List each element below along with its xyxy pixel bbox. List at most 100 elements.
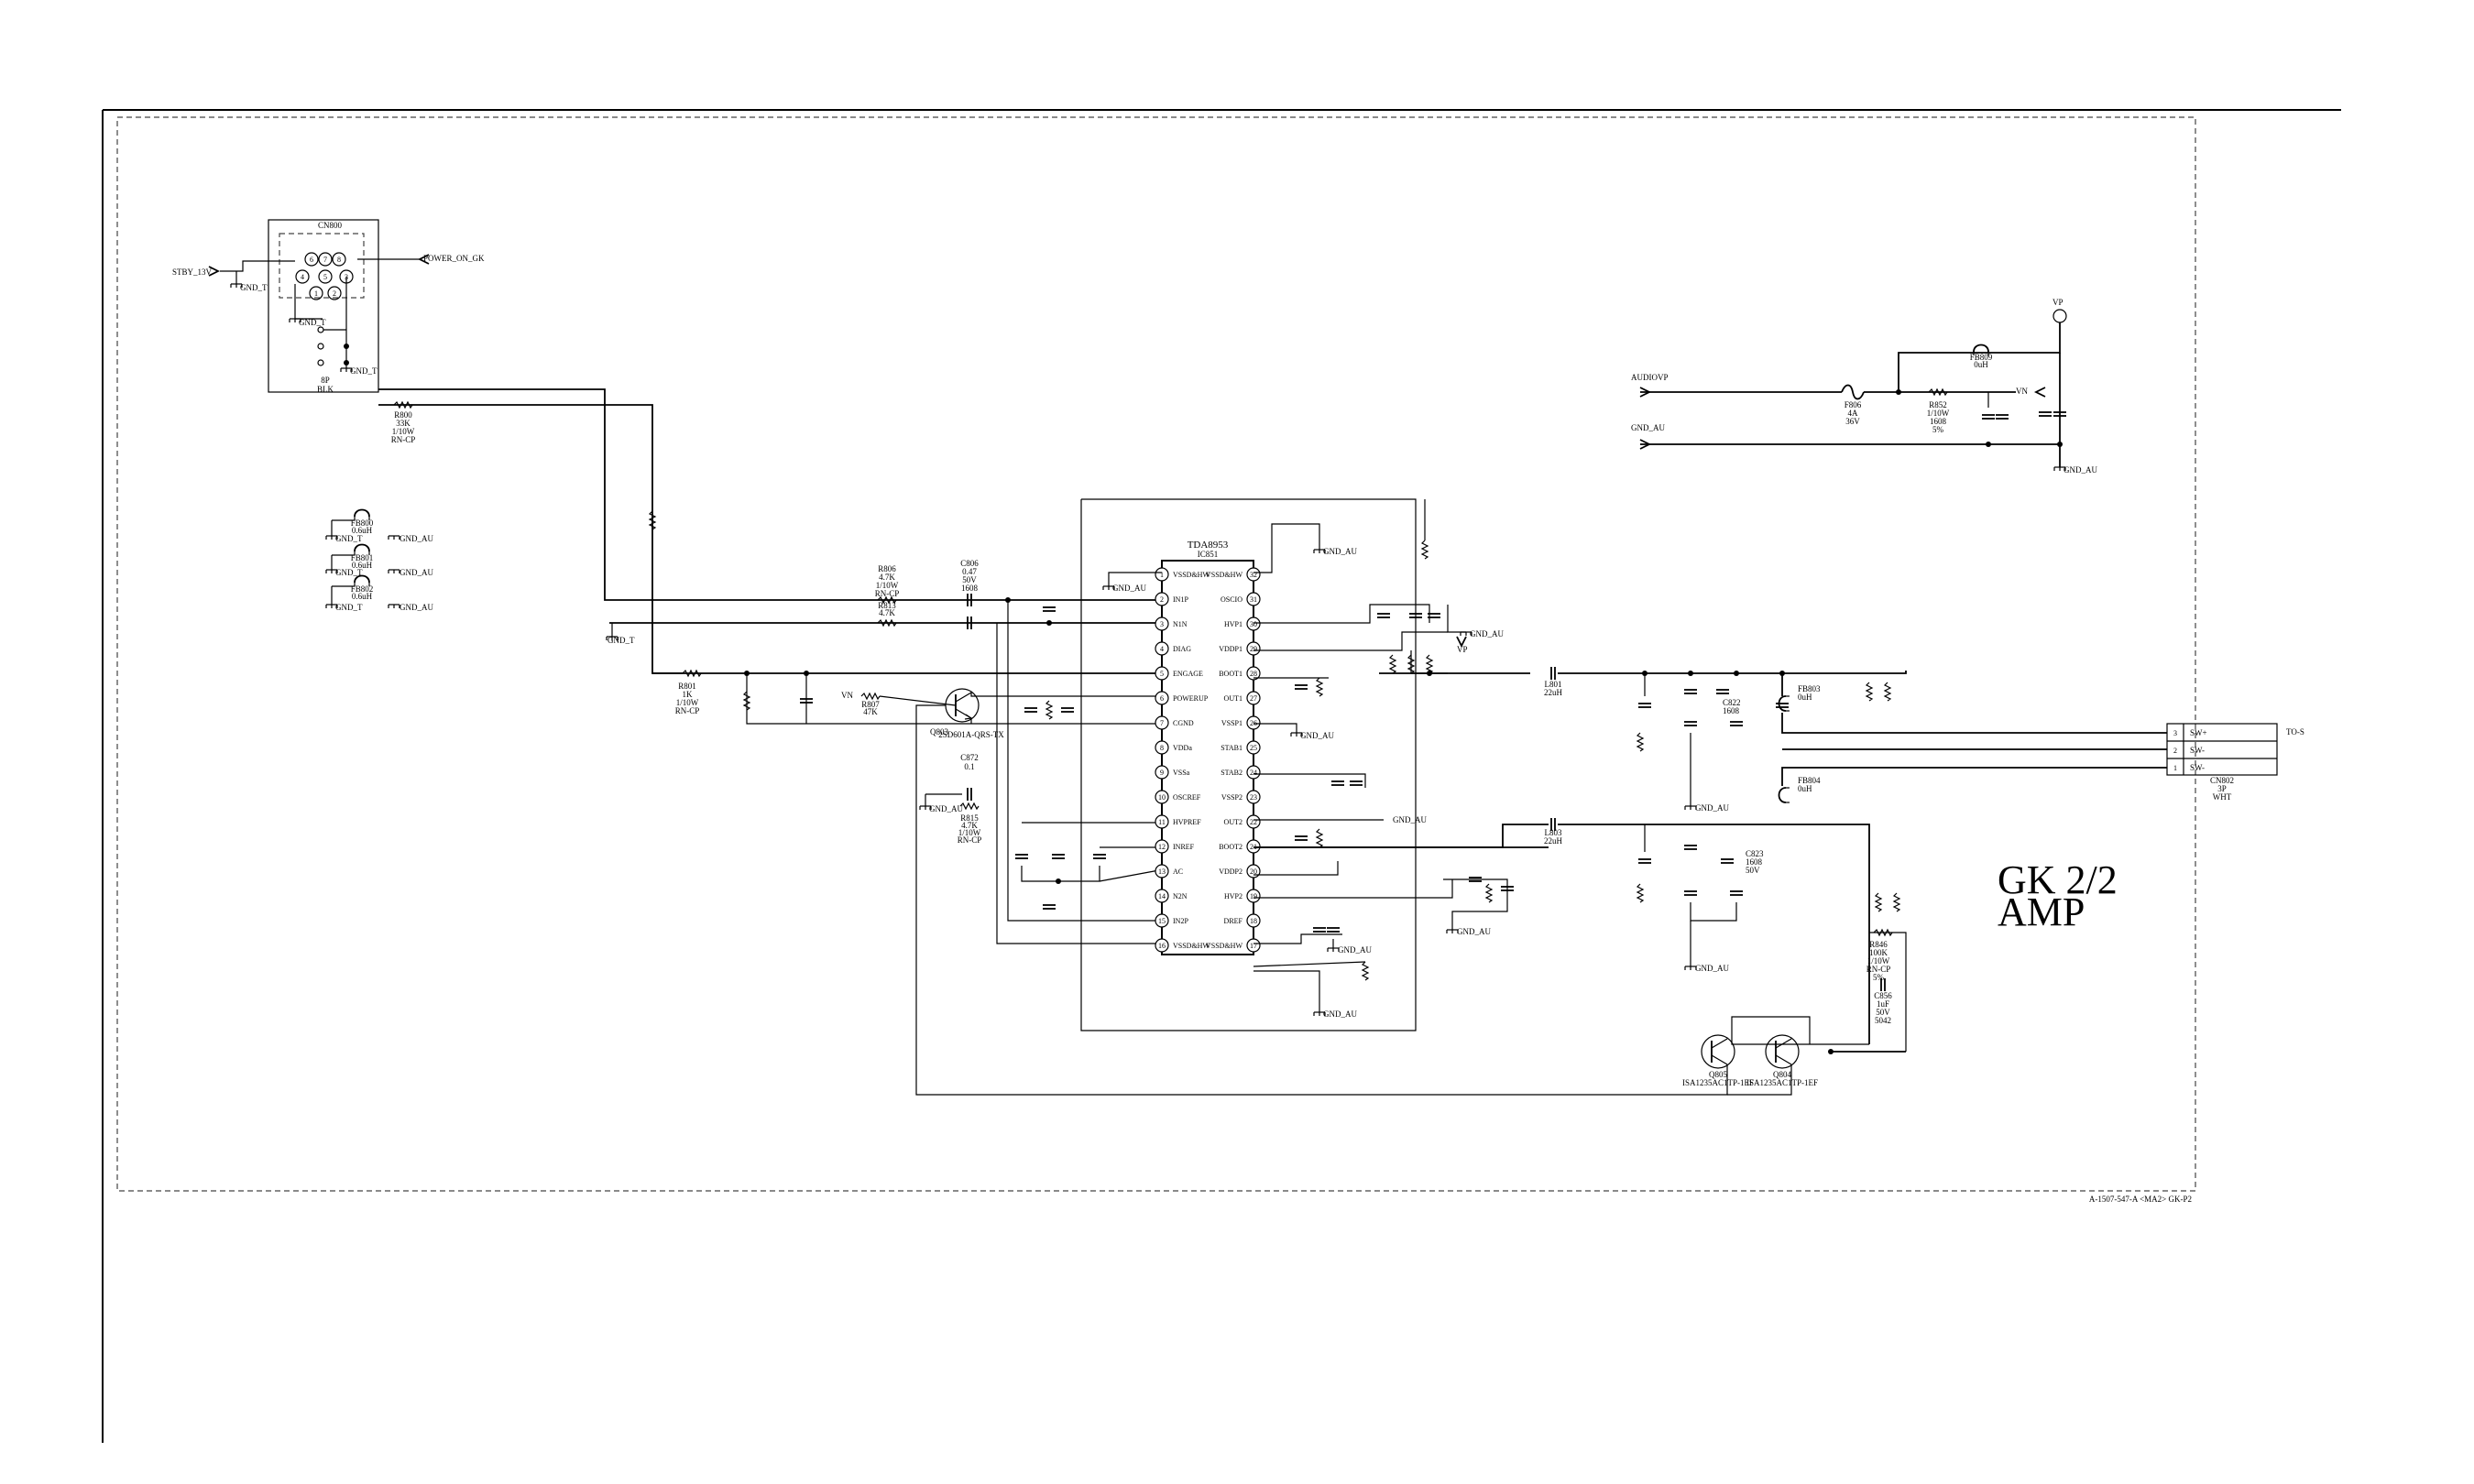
svg-text:1608: 1608	[1930, 417, 1947, 426]
svg-text:GND_T: GND_T	[335, 534, 363, 543]
svg-text:GND_AU: GND_AU	[1112, 584, 1146, 593]
svg-text:6: 6	[310, 256, 313, 264]
ic-pin-number: 22	[1250, 818, 1257, 826]
svg-text:R815: R815	[960, 813, 979, 823]
ic-pin-number: 6	[1160, 694, 1164, 703]
svg-text:FB804: FB804	[1798, 776, 1821, 785]
ic-pin-number: 10	[1158, 793, 1166, 802]
transistor-q803	[945, 688, 980, 723]
svg-text:GND_AU: GND_AU	[1695, 803, 1729, 813]
svg-text:RN-CP: RN-CP	[875, 589, 900, 598]
svg-text:R813: R813	[878, 601, 896, 610]
svg-text:R846: R846	[1869, 940, 1888, 949]
ic-pin-name: IN1P	[1173, 595, 1188, 604]
ic-pin-name: OUT2	[1224, 818, 1242, 826]
svg-text:1uF: 1uF	[1877, 999, 1889, 1009]
ic-pin-name: AC	[1173, 867, 1183, 876]
svg-text:C823: C823	[1746, 849, 1764, 858]
svg-text:Q805: Q805	[1709, 1070, 1727, 1079]
ic-pin-name: OUT1	[1224, 694, 1242, 703]
svg-text:VP: VP	[1457, 645, 1468, 654]
svg-text:GND_AU: GND_AU	[1323, 1009, 1357, 1019]
svg-text:C806: C806	[960, 559, 979, 568]
ic-pin-name: OSCREF	[1173, 793, 1201, 802]
svg-text:36V: 36V	[1845, 417, 1860, 426]
svg-text:GND_AU: GND_AU	[1338, 945, 1372, 955]
ic-pin-number: 9	[1160, 769, 1164, 777]
svg-text:GND_AU: GND_AU	[1323, 547, 1357, 556]
ic-pin-name: VSSP1	[1221, 719, 1242, 727]
ic-pin-number: 28	[1250, 670, 1257, 678]
ic-tda8953: TDA8953 IC851	[1161, 540, 1254, 955]
svg-text:R801: R801	[678, 682, 696, 691]
svg-text:GND_T: GND_T	[240, 283, 268, 292]
ic-pin-number: 23	[1250, 793, 1257, 802]
ic-pin-name: CGND	[1173, 719, 1194, 727]
svg-text:Q804: Q804	[1773, 1070, 1791, 1079]
ic-pin-number: 13	[1158, 867, 1166, 876]
ic-pin-name: OSCIO	[1221, 595, 1242, 604]
ic-pin-number: 20	[1250, 867, 1257, 876]
ic-pin-number: 1	[1160, 571, 1164, 579]
svg-text:0.47: 0.47	[962, 567, 977, 576]
svg-text:4.7K: 4.7K	[879, 573, 895, 582]
ic-pin-number: 24	[1250, 769, 1257, 777]
svg-text:FB809: FB809	[1970, 353, 1993, 362]
svg-text:0uH: 0uH	[1798, 784, 1812, 793]
ferrite-group-left: FB800 0.6uH GND_T GND_AU FB801 0.6uH GND…	[325, 508, 433, 612]
ic-pin-number: 25	[1250, 744, 1257, 752]
svg-text:C822: C822	[1723, 698, 1741, 707]
svg-text:1K: 1K	[683, 690, 694, 699]
svg-text:33K: 33K	[396, 419, 411, 428]
ferrite-right-2: FB804 0uH	[1778, 776, 1821, 803]
ic-pin-name: POWERUP	[1173, 694, 1209, 703]
svg-text:RN-CP: RN-CP	[675, 706, 700, 715]
svg-text:5%: 5%	[1932, 425, 1944, 434]
svg-text:ISA1235AC1TP-1EF: ISA1235AC1TP-1EF	[1746, 1078, 1818, 1087]
ic-ref: IC851	[1198, 550, 1219, 559]
ic-pin-name: IN2P	[1173, 917, 1188, 925]
svg-text:100K: 100K	[1869, 948, 1888, 957]
ic-pin-name: VSSa	[1173, 769, 1190, 777]
ic-pin-name: HVP2	[1224, 892, 1242, 900]
ic-pin-9: 9 VSSa	[1155, 765, 1190, 780]
svg-text:5042: 5042	[1875, 1016, 1891, 1025]
svg-text:GND_T: GND_T	[335, 568, 363, 577]
ic-pin-name: INREF	[1173, 843, 1195, 851]
svg-text:2: 2	[2173, 747, 2177, 755]
svg-text:GND_AU: GND_AU	[929, 804, 963, 813]
svg-text:1608: 1608	[1746, 857, 1763, 867]
transistor-q804	[1765, 1034, 1800, 1069]
svg-text:GND_AU: GND_AU	[1300, 731, 1334, 740]
svg-text:GND_AU: GND_AU	[400, 603, 433, 612]
svg-text:0uH: 0uH	[1974, 360, 1988, 369]
ic-pin-name: HVPREF	[1173, 818, 1201, 826]
svg-text:ISA1235AC1TP-1EF: ISA1235AC1TP-1EF	[1682, 1078, 1754, 1087]
amp-block-outline	[116, 116, 2196, 1192]
output-filter-upper: GND_AU	[1637, 673, 1790, 813]
ic-pin-name: ENGAGE	[1173, 670, 1203, 678]
svg-text:5: 5	[323, 273, 327, 281]
svg-text:22uH: 22uH	[1544, 836, 1563, 846]
sheet-subtitle: AMP	[1998, 889, 2085, 934]
svg-text:RN-CP: RN-CP	[1866, 965, 1891, 974]
ic-pin-name: STAB1	[1221, 744, 1242, 752]
ic-pin-name: VSSD&HW	[1206, 942, 1242, 950]
svg-text:GND_AU: GND_AU	[400, 534, 433, 543]
ic-pin-number: 8	[1160, 744, 1164, 752]
